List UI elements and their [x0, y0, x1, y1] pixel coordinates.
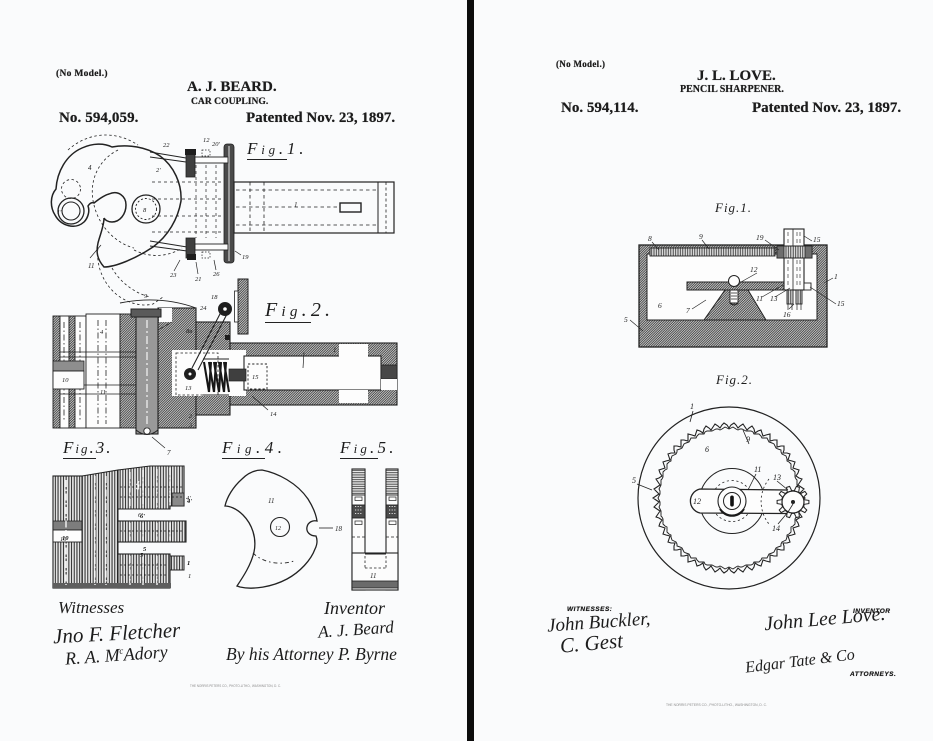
svg-text:4: 4	[135, 484, 140, 492]
svg-text:24: 24	[200, 305, 207, 312]
svg-text:19: 19	[242, 254, 249, 261]
svg-text:9: 9	[699, 232, 703, 241]
svg-text:4: 4	[100, 329, 104, 336]
svg-text:2: 2	[189, 414, 192, 420]
svg-text:10: 10	[62, 535, 69, 542]
svg-text:14: 14	[270, 411, 277, 418]
svg-text:3: 3	[188, 423, 192, 429]
svg-text:26: 26	[213, 271, 220, 278]
svg-text:23: 23	[170, 272, 177, 279]
svg-text:9: 9	[746, 435, 750, 444]
svg-text:12: 12	[203, 137, 210, 144]
svg-text:18: 18	[335, 525, 343, 533]
svg-text:1: 1	[834, 272, 838, 281]
svg-text:12: 12	[750, 265, 758, 274]
svg-text:4': 4'	[186, 498, 192, 505]
svg-text:1': 1'	[57, 210, 62, 216]
svg-text:THE NORRIS PETERS CO., PHOTO-L: THE NORRIS PETERS CO., PHOTO-LITHO., WAS…	[190, 684, 281, 688]
svg-text:5: 5	[632, 476, 636, 485]
svg-text:1: 1	[333, 346, 337, 354]
svg-text:22: 22	[163, 142, 170, 149]
svg-text:5: 5	[143, 546, 147, 553]
svg-text:6': 6'	[138, 512, 143, 519]
svg-text:2': 2'	[156, 167, 161, 174]
svg-text:13: 13	[773, 473, 781, 482]
svg-text:7: 7	[167, 449, 171, 457]
svg-text:4: 4	[88, 164, 92, 172]
svg-text:1: 1	[187, 560, 190, 567]
svg-text:10: 10	[60, 536, 67, 543]
svg-text:11: 11	[756, 294, 763, 303]
svg-text:4: 4	[136, 480, 140, 488]
svg-text:21: 21	[195, 276, 202, 283]
svg-text:1: 1	[294, 201, 298, 209]
svg-text:9: 9	[144, 293, 148, 300]
svg-text:1: 1	[188, 573, 191, 580]
svg-text:11: 11	[268, 497, 274, 505]
svg-text:15: 15	[837, 299, 845, 308]
svg-text:12: 12	[275, 526, 281, 532]
svg-text:THE NORRIS PETERS CO., PHOTO-L: THE NORRIS PETERS CO., PHOTO-LITHO., WAS…	[666, 703, 767, 707]
svg-text:12: 12	[693, 497, 701, 506]
svg-text:18: 18	[211, 294, 218, 301]
svg-text:20': 20'	[212, 141, 221, 148]
svg-text:15: 15	[252, 374, 259, 381]
svg-text:6': 6'	[140, 513, 145, 520]
svg-text:8: 8	[648, 234, 652, 243]
svg-text:8: 8	[143, 207, 147, 214]
svg-text:19: 19	[756, 233, 764, 242]
svg-text:6: 6	[658, 301, 662, 310]
svg-text:5: 5	[624, 315, 628, 324]
svg-text:11: 11	[754, 465, 761, 474]
svg-text:13: 13	[185, 385, 192, 392]
svg-text:1: 1	[690, 402, 694, 411]
svg-text:7: 7	[686, 306, 690, 315]
svg-text:11: 11	[88, 262, 94, 270]
svg-text:14: 14	[772, 524, 780, 533]
svg-text:6: 6	[705, 445, 709, 454]
svg-text:5: 5	[140, 552, 144, 559]
svg-text:13: 13	[770, 294, 778, 303]
svg-text:11: 11	[370, 572, 376, 580]
svg-text:10: 10	[62, 377, 69, 384]
svg-text:8a: 8a	[186, 328, 193, 335]
svg-text:4': 4'	[186, 495, 191, 502]
svg-text:16: 16	[783, 310, 791, 319]
svg-text:11: 11	[100, 389, 106, 396]
svg-text:15: 15	[813, 235, 821, 244]
